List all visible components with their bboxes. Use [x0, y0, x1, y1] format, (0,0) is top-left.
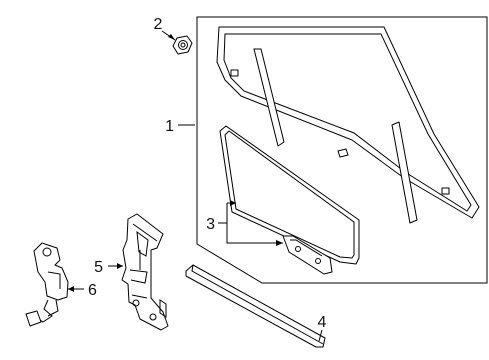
callout-4: 4 — [318, 314, 327, 331]
part-5-regulator — [121, 213, 169, 331]
callout-6: 6 — [88, 282, 97, 299]
part-3-bracket — [282, 235, 333, 275]
callout-2: 2 — [154, 16, 163, 33]
part-6-motor — [25, 242, 69, 327]
part-1-window-frame — [216, 26, 480, 224]
assembly-frame — [196, 16, 488, 284]
part-4-weatherstrip — [185, 264, 326, 348]
callout-1: 1 — [165, 118, 174, 135]
part-3-glass-panel — [219, 125, 360, 265]
arrowheads — [68, 34, 283, 292]
callout-5: 5 — [94, 259, 103, 276]
part-2-nut — [172, 35, 193, 55]
part-3-bracket-leader — [226, 223, 283, 244]
callout-3: 3 — [206, 216, 215, 233]
